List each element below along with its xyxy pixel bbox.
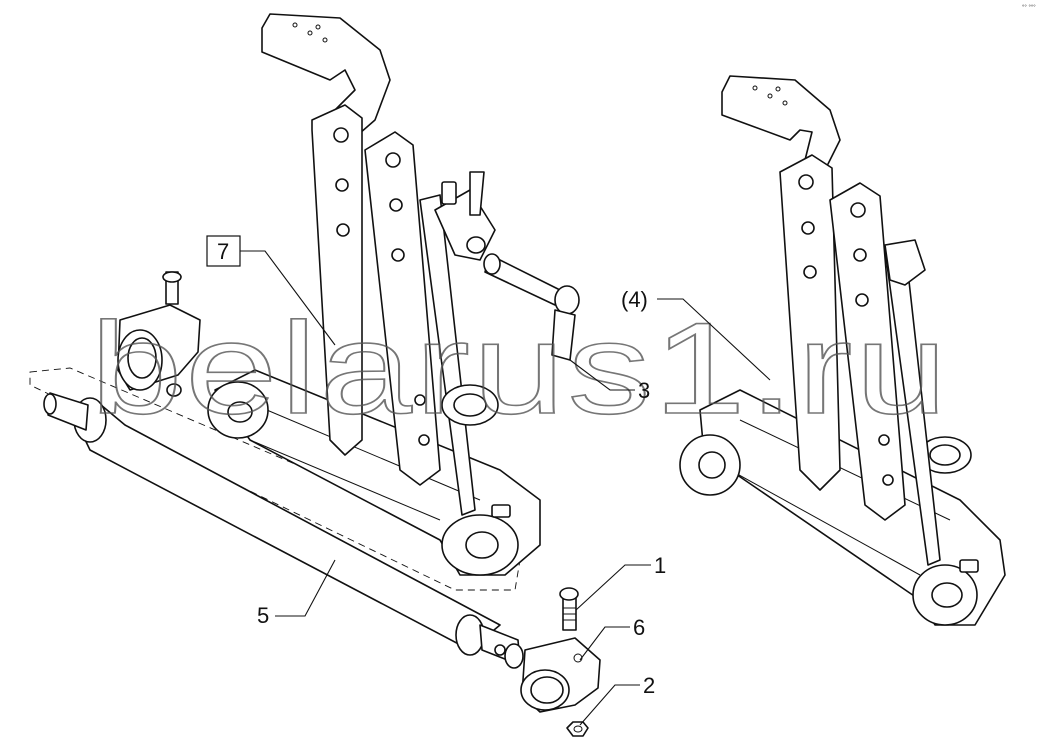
- callout-1: 1: [575, 553, 666, 611]
- callout-6-label: 6: [633, 615, 645, 640]
- leader-7: [240, 250, 336, 346]
- callout-7: 7: [206, 235, 336, 346]
- nut-2: [566, 721, 589, 737]
- bolt-1: [559, 587, 579, 631]
- leader-2: [579, 684, 640, 726]
- clamp-top-left: [117, 271, 201, 397]
- callout-4: (4): [621, 287, 771, 381]
- left-bracket-assembly: [29, 13, 541, 591]
- corner-mark: °° °°°: [1022, 5, 1036, 11]
- shaft-5: [43, 392, 524, 669]
- callout-5: 5: [257, 559, 336, 628]
- leader-3: [569, 359, 635, 391]
- callout-6: 6: [579, 615, 645, 661]
- callout-2: 2: [579, 673, 655, 726]
- pin-3: [483, 253, 580, 361]
- callout-7-box: [206, 235, 241, 267]
- callout-1-label: 1: [654, 553, 666, 578]
- right-bracket-assembly: [679, 75, 1006, 626]
- clamp-6: [520, 637, 601, 713]
- leader-5: [275, 559, 336, 617]
- leader-4: [657, 298, 771, 381]
- leader-1: [575, 564, 651, 611]
- callout-3: 3: [569, 359, 650, 403]
- callout-4-label: (4): [621, 287, 648, 312]
- leader-6: [579, 626, 630, 661]
- watermark-text: belarus1.ru: [90, 295, 950, 441]
- callout-3-label: 3: [638, 378, 650, 403]
- callout-7-label: 7: [217, 239, 229, 264]
- callout-2-label: 2: [643, 673, 655, 698]
- callout-5-label: 5: [257, 603, 269, 628]
